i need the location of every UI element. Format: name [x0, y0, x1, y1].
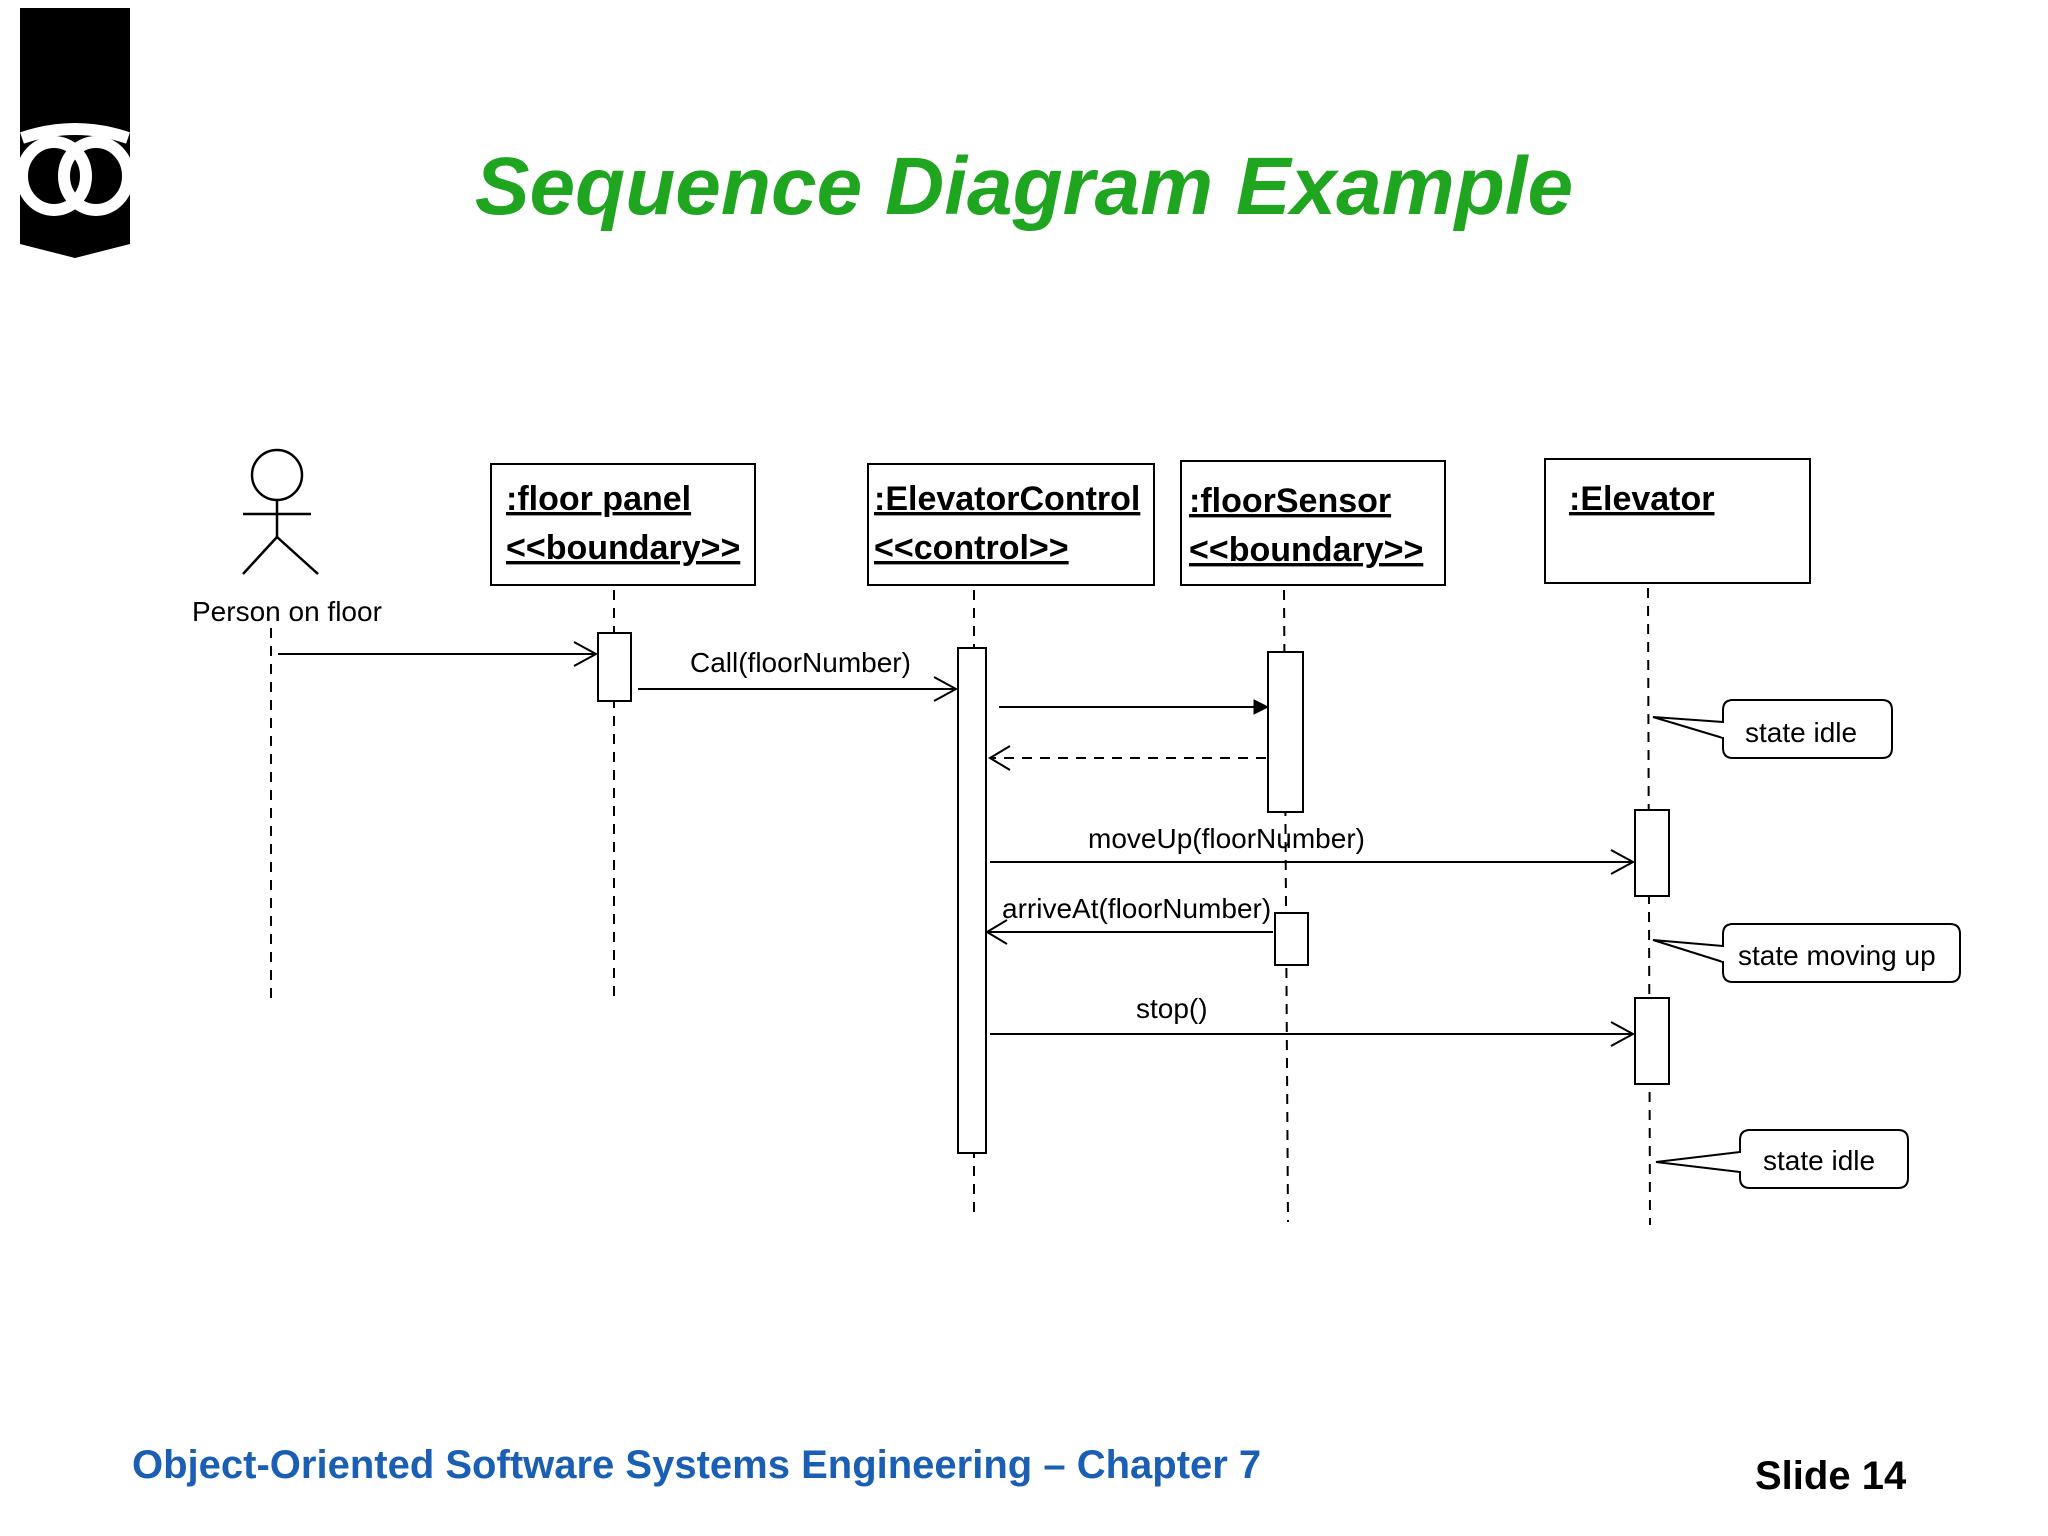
slide-title: Sequence Diagram Example — [474, 141, 1574, 232]
object-stereotype: <<boundary>> — [506, 529, 740, 567]
actor-person-on-floor: Person on floor — [192, 448, 382, 627]
actor-stick-figure-icon — [242, 448, 319, 575]
note-state-moving-up: state moving up — [1652, 923, 1961, 983]
message-label: Call(floorNumber) — [690, 647, 911, 678]
note-text: state moving up — [1738, 940, 1936, 971]
object-stereotype: <<boundary>> — [1189, 531, 1423, 569]
note-text: state idle — [1763, 1145, 1875, 1176]
message-arrive-at: arriveAt(floorNumber) — [985, 893, 1273, 945]
activation-floor-sensor-2 — [1274, 912, 1309, 966]
message-stop: stop() — [990, 993, 1636, 1047]
message-query-sensor — [999, 699, 1270, 715]
object-name: :ElevatorControl — [874, 480, 1140, 518]
activation-floor-panel — [597, 632, 632, 702]
activation-elevator-2 — [1634, 997, 1670, 1085]
message-return-sensor — [988, 745, 1266, 771]
object-name: :Elevator — [1569, 480, 1715, 518]
activation-floor-sensor — [1267, 651, 1304, 813]
message-call-floor-number: Call(floorNumber) — [638, 647, 959, 702]
object-floor-sensor: :floorSensor <<boundary>> — [1180, 460, 1446, 586]
note-text: state idle — [1745, 717, 1857, 748]
object-name: :floorSensor — [1189, 482, 1391, 520]
message-label: moveUp(floorNumber) — [1088, 823, 1365, 854]
slide-number: Slide 14 — [1755, 1454, 1907, 1498]
object-elevator-control: :ElevatorControl <<control>> — [867, 463, 1155, 586]
activation-elevator-control — [957, 647, 987, 1154]
university-logo — [18, 8, 130, 258]
actor-label: Person on floor — [192, 596, 382, 627]
note-state-idle-2: state idle — [1655, 1129, 1909, 1189]
object-name: :floor panel — [506, 480, 691, 518]
message-move-up: moveUp(floorNumber) — [990, 823, 1636, 875]
object-elevator: :Elevator — [1544, 458, 1811, 584]
object-floor-panel: :floor panel <<boundary>> — [490, 463, 756, 586]
message-label: arriveAt(floorNumber) — [1002, 893, 1271, 924]
message-press-button — [278, 641, 599, 667]
lifeline-elevator — [1647, 587, 1651, 1226]
footer-course-title: Object-Oriented Software Systems Enginee… — [132, 1443, 1262, 1487]
object-stereotype: <<control>> — [874, 529, 1069, 567]
message-label: stop() — [1136, 993, 1208, 1024]
lifeline-floor-sensor — [1283, 589, 1289, 1223]
note-state-idle-1: state idle — [1652, 699, 1893, 759]
activation-elevator-1 — [1634, 809, 1670, 897]
